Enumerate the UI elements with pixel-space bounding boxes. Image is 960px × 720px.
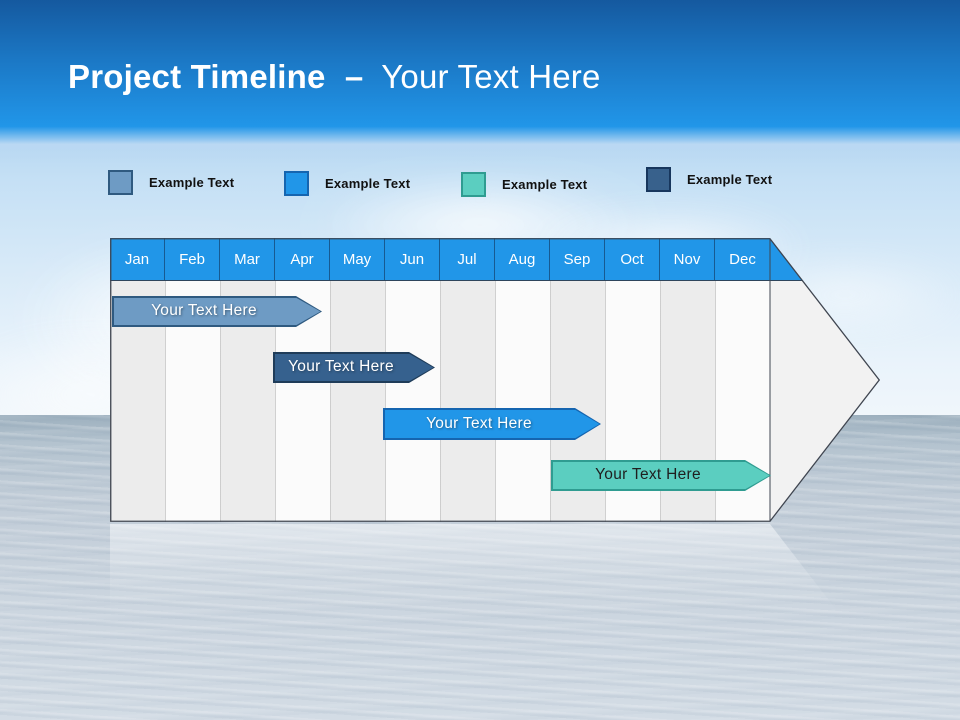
slide-title[interactable]: Project Timeline – Your Text Here [68, 58, 601, 96]
title-primary[interactable]: Project Timeline [68, 58, 326, 95]
month-header-may[interactable]: May [330, 238, 385, 280]
legend-item-2[interactable]: Example Text [284, 169, 410, 197]
timeline-bar-2-label[interactable]: Your Text Here [288, 358, 394, 375]
timeline-bar-1[interactable]: Your Text Here [112, 296, 322, 327]
month-header-nov[interactable]: Nov [660, 238, 715, 280]
month-header-jul[interactable]: Jul [440, 238, 495, 280]
legend-swatch-dark-slate[interactable] [646, 166, 671, 192]
legend-label[interactable]: Example Text [325, 175, 411, 191]
timeline-bar-2-fill [275, 354, 434, 382]
timeline-bar-3-fill [385, 410, 600, 439]
title-secondary[interactable]: Your Text Here [381, 58, 601, 95]
timeline-bar-1-label[interactable]: Your Text Here [151, 302, 257, 319]
month-header-sep[interactable]: Sep [550, 238, 605, 280]
legend-item-4[interactable]: Example Text [646, 165, 772, 193]
legend-swatch-teal[interactable] [461, 171, 486, 197]
timeline-bar-3[interactable]: Your Text Here [383, 408, 601, 440]
month-header-jun[interactable]: Jun [385, 238, 440, 280]
legend-item-1[interactable]: Example Text [108, 168, 234, 196]
timeline-bar-4-label[interactable]: Your Text Here [595, 466, 701, 483]
timeline-table: Jan Feb Mar Apr May Jun Jul Aug Sep Oct … [110, 238, 881, 522]
legend-label[interactable]: Example Text [149, 174, 235, 190]
month-header-mar[interactable]: Mar [220, 238, 275, 280]
legend-label[interactable]: Example Text [687, 171, 773, 187]
month-header-jan[interactable]: Jan [110, 238, 165, 280]
title-separator: – [344, 58, 364, 95]
timeline-bar-1-fill [114, 298, 321, 326]
month-header-aug[interactable]: Aug [495, 238, 550, 280]
header-gradient-band [0, 0, 960, 162]
legend-label[interactable]: Example Text [502, 176, 588, 192]
month-header-row: Jan Feb Mar Apr May Jun Jul Aug Sep Oct … [110, 238, 880, 281]
table-reflection [110, 524, 841, 616]
timeline-bar-3-label[interactable]: Your Text Here [426, 415, 532, 432]
timeline-bar-4[interactable]: Your Text Here [551, 460, 771, 491]
month-header-oct[interactable]: Oct [605, 238, 660, 280]
legend-item-3[interactable]: Example Text [461, 170, 587, 198]
timeline-bar-4-fill [553, 462, 770, 490]
month-header-feb[interactable]: Feb [165, 238, 220, 280]
month-header-dec[interactable]: Dec [729, 250, 756, 268]
legend-swatch-steel-blue[interactable] [108, 169, 133, 195]
month-header-apr[interactable]: Apr [275, 238, 330, 280]
timeline-bar-2[interactable]: Your Text Here [273, 352, 435, 383]
timeline-outline [110, 238, 881, 522]
legend-swatch-bright-blue[interactable] [284, 170, 309, 196]
